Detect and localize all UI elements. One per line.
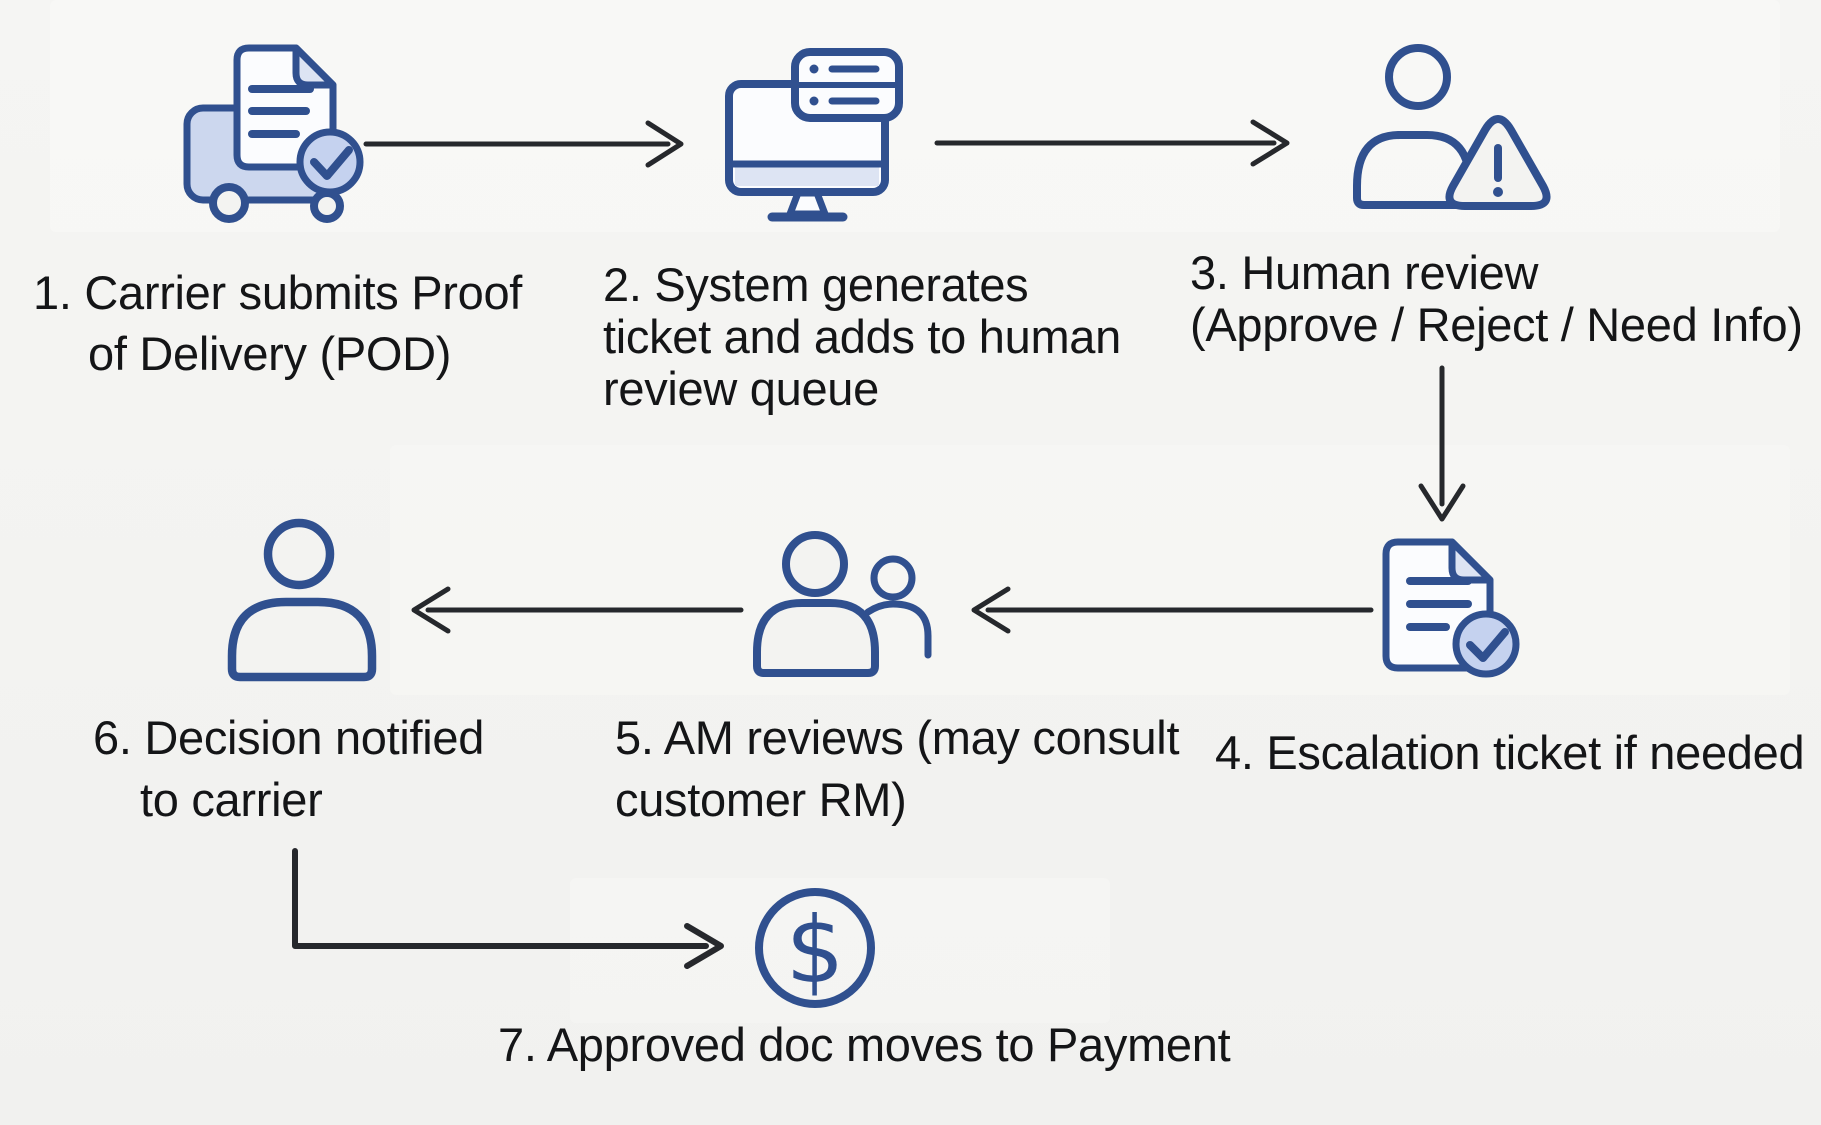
monitor-server-icon [725, 48, 903, 222]
dollar-circle-icon: $ [755, 888, 875, 1008]
arrow-step2-step3-icon [934, 119, 1290, 167]
truck-document-check-icon [183, 44, 364, 223]
people-pair-icon [753, 531, 932, 677]
step-3-label: 3. Human review (Approve / Reject / Need… [1190, 247, 1803, 351]
arrow-step5-step6-icon [411, 586, 744, 634]
label-line: (Approve / Reject / Need Info) [1190, 298, 1803, 351]
label-line: 1. Carrier submits Proof [33, 266, 523, 319]
label-line: 3. Human review [1190, 246, 1539, 299]
label-line: ticket and adds to human [603, 310, 1121, 363]
document-check-icon [1382, 538, 1520, 678]
dollar-glyph: $ [786, 897, 845, 1004]
label-line: customer RM) [615, 773, 907, 826]
arrow-step6-step7-icon [292, 848, 724, 969]
arrow-step3-step4-icon [1418, 365, 1466, 522]
label-line: 6. Decision notified [93, 711, 485, 764]
label-line: of Delivery (POD) [88, 327, 452, 380]
step-6-label: 6. Decision notified to carrier [93, 707, 484, 831]
step-7-label: 7. Approved doc moves to Payment [498, 1018, 1231, 1071]
arrow-step4-step5-icon [971, 586, 1374, 634]
person-warning-icon [1353, 44, 1551, 210]
label-line: 4. Escalation ticket if needed [1215, 726, 1805, 779]
label-line: 2. System generates [603, 258, 1029, 311]
label-line: 5. AM reviews (may consult [615, 711, 1180, 764]
step-4-label: 4. Escalation ticket if needed [1215, 726, 1805, 779]
label-line: 7. Approved doc moves to Payment [498, 1018, 1231, 1071]
step-2-label: 2. System generates ticket and adds to h… [603, 259, 1121, 415]
label-line: to carrier [140, 773, 323, 826]
background-band-middle [390, 445, 1790, 695]
step-5-label: 5. AM reviews (may consult customer RM) [615, 707, 1180, 831]
arrow-step1-step2-icon [363, 120, 684, 168]
step-1-label: 1. Carrier submits Proof of Delivery (PO… [33, 262, 522, 384]
label-line: review queue [603, 362, 879, 415]
person-icon [227, 518, 377, 682]
